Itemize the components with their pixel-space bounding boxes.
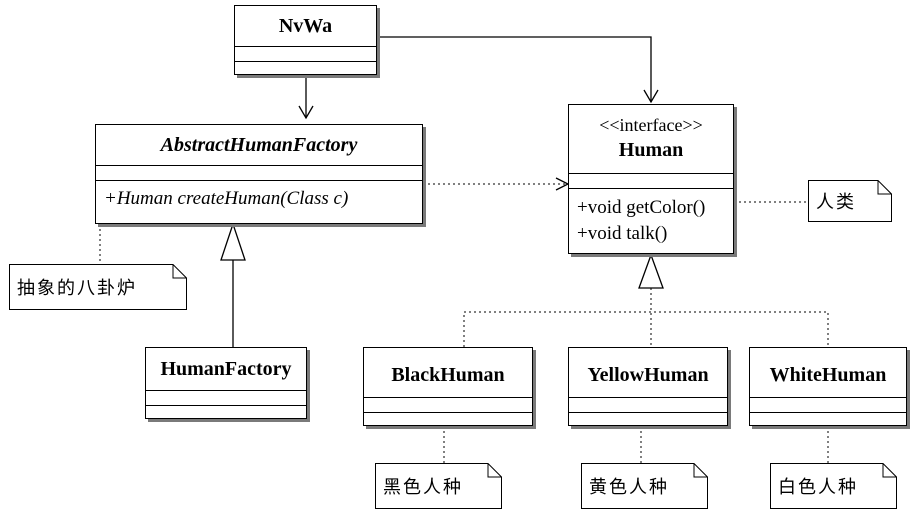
note-human-text: 人类: [816, 192, 856, 213]
class-black-human-name: BlackHuman: [391, 364, 505, 386]
class-human-factory-name: HumanFactory: [160, 358, 292, 380]
class-white-human-name: WhiteHuman: [769, 364, 887, 386]
class-white-human-attributes: [750, 397, 906, 412]
note-black-human-text: 黑色人种: [383, 477, 463, 498]
note-factory[interactable]: 抽象的八卦炉: [9, 264, 187, 310]
class-nvwa-methods: [235, 61, 376, 74]
class-abstract-human-factory-attributes: [96, 165, 422, 180]
note-white-human-shape: [770, 463, 897, 509]
class-human-factory[interactable]: HumanFactory: [145, 347, 307, 419]
humanfactory-generalization-triangle: [220, 221, 246, 261]
note-white-human-text: 白色人种: [778, 477, 858, 498]
note-yellow-human[interactable]: 黄色人种: [581, 463, 708, 509]
factory-to-human-dependency-arrowhead: [555, 177, 570, 191]
note-factory-text: 抽象的八卦炉: [17, 278, 137, 299]
interface-human-name: Human: [618, 139, 684, 161]
class-black-human-methods: [364, 412, 532, 425]
method-create-human: +Human createHuman(Class c): [104, 188, 349, 209]
realization-black-line: [463, 311, 829, 347]
class-white-human-methods: [750, 412, 906, 425]
class-yellow-human-name: YellowHuman: [587, 364, 709, 386]
interface-human-stereotype: <<interface>>: [599, 115, 703, 135]
note-white-human[interactable]: 白色人种: [770, 463, 897, 509]
method-get-color: +void getColor(): [577, 197, 706, 218]
class-yellow-human[interactable]: YellowHuman: [568, 347, 728, 426]
interface-human-methods: +void getColor() +void talk(): [569, 188, 733, 253]
class-human-factory-attributes: [146, 390, 306, 405]
class-yellow-human-attributes: [569, 397, 727, 412]
class-black-human-attributes: [364, 397, 532, 412]
note-human-shape: [808, 180, 892, 222]
note-black-human[interactable]: 黑色人种: [375, 463, 502, 509]
class-yellow-human-methods: [569, 412, 727, 425]
class-abstract-human-factory[interactable]: AbstractHumanFactory +Human createHuman(…: [95, 124, 423, 224]
class-human-factory-methods: [146, 405, 306, 418]
note-human[interactable]: 人类: [808, 180, 892, 222]
class-white-human[interactable]: WhiteHuman: [749, 347, 907, 426]
class-nvwa-name: NvWa: [278, 15, 333, 37]
class-abstract-human-factory-name: AbstractHumanFactory: [160, 134, 358, 156]
method-talk: +void talk(): [577, 223, 668, 244]
nvwa-to-factory-arrowhead: [298, 105, 314, 120]
note-yellow-human-shape: [581, 463, 708, 509]
class-abstract-human-factory-methods: +Human createHuman(Class c): [96, 180, 422, 223]
note-black-human-shape: [375, 463, 502, 509]
class-nvwa-attributes: [235, 46, 376, 61]
class-black-human[interactable]: BlackHuman: [363, 347, 533, 426]
realization-triangle: [638, 253, 664, 289]
nvwa-to-human-association: [377, 36, 652, 102]
interface-human-attributes: [569, 173, 733, 188]
note-factory-shape: [9, 264, 187, 310]
note-yellow-human-text: 黄色人种: [589, 477, 669, 498]
class-nvwa[interactable]: NvWa: [234, 5, 377, 75]
interface-human[interactable]: <<interface>> Human +void getColor() +vo…: [568, 104, 734, 254]
nvwa-to-human-arrowhead: [643, 89, 659, 104]
